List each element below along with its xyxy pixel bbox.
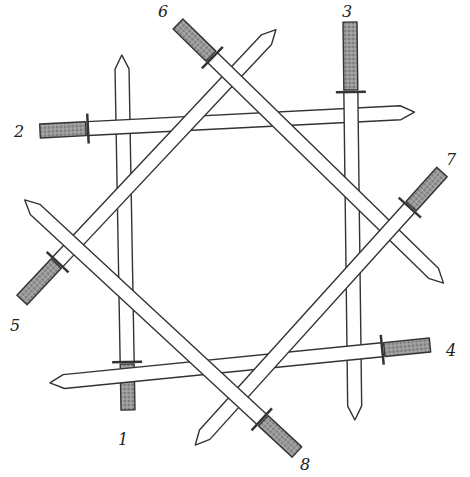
callout-number: 5 — [10, 318, 20, 334]
callout-number: 2 — [14, 124, 24, 140]
sword — [15, 189, 308, 463]
callout-number: 8 — [300, 457, 310, 473]
sword — [107, 55, 143, 410]
callout-number: 1 — [118, 432, 128, 448]
callout-number: 3 — [342, 4, 352, 20]
callout-number: 7 — [446, 152, 456, 168]
callout-number: 6 — [158, 4, 168, 20]
sword — [11, 19, 287, 310]
sword — [184, 162, 453, 455]
callout-number: 4 — [446, 343, 456, 359]
sword — [168, 13, 454, 294]
